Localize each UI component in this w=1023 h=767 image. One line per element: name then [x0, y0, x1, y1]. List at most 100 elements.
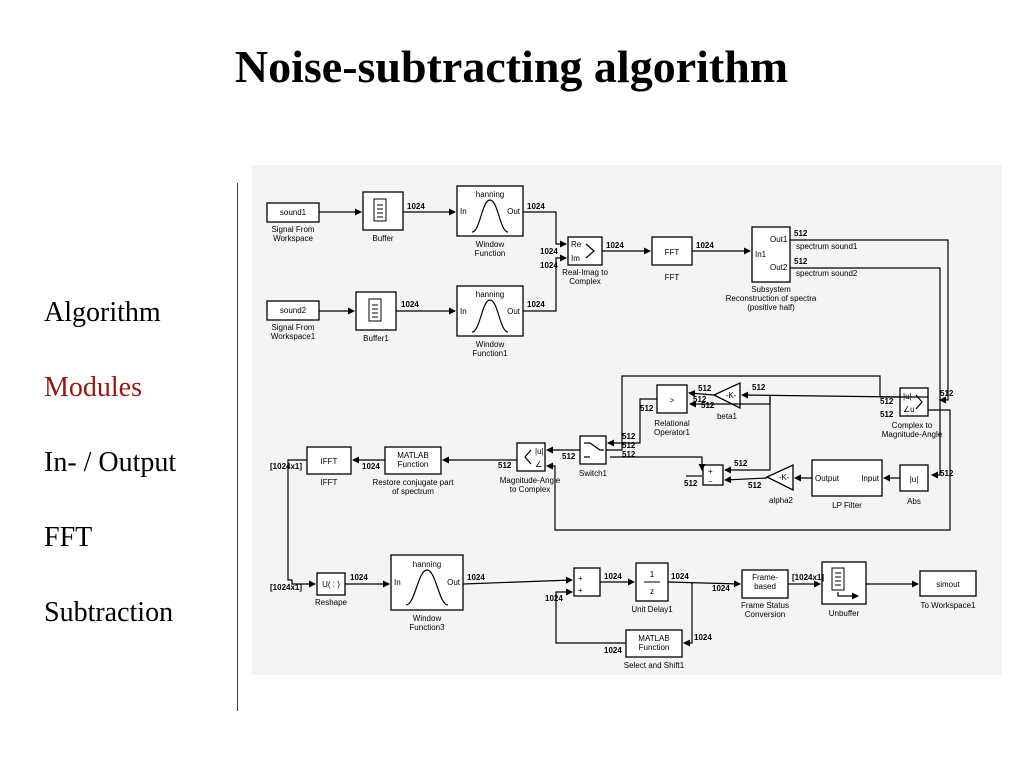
sum2-block[interactable]: + + — [573, 567, 601, 597]
unbuffer-label: Unbuffer — [829, 609, 860, 618]
sum1-plus: + — [708, 467, 713, 476]
sum2-plus1: + — [578, 574, 583, 583]
beta1-gain-block[interactable]: -K- beta1 — [712, 381, 741, 421]
sum1-block[interactable]: + − — [702, 464, 724, 486]
nav-item-algorithm[interactable]: Algorithm — [44, 297, 161, 328]
switch-icon — [584, 442, 604, 458]
sound1-text: sound1 — [280, 208, 307, 217]
sig-matlab2-in: 1024 — [694, 633, 712, 642]
sig-ri2c-re: 1024 — [540, 247, 558, 256]
buffer-block[interactable]: Buffer — [362, 191, 404, 243]
buffer-icon — [373, 198, 387, 222]
lp-filter-input-port: Input — [861, 474, 880, 483]
unit-delay-label: Unit Delay1 — [631, 605, 673, 614]
unit-delay-block[interactable]: 1 z Unit Delay1 — [631, 562, 673, 614]
simout-label: To Workspace1 — [921, 601, 977, 610]
sig-spectrum-sound1: spectrum sound1 — [796, 242, 858, 251]
window-function3-text: hanning — [413, 560, 441, 569]
window-function3-out: Out — [447, 578, 461, 587]
sig-sum-out: 512 — [684, 479, 698, 488]
switch1-block[interactable]: Switch1 — [579, 435, 608, 478]
reshape-block[interactable]: U( : ) Reshape — [315, 572, 348, 607]
ifft-block[interactable]: IFFT IFFT — [306, 446, 352, 487]
window-function-in: In — [460, 207, 467, 216]
nav-item-subtraction[interactable]: Subtraction — [44, 597, 174, 628]
window-function1-text: hanning — [476, 290, 504, 299]
window-function-out: Out — [507, 207, 521, 216]
sig-switch-in2: 512 — [622, 441, 636, 450]
hanning-curve-icon — [471, 199, 509, 233]
diagram-canvas — [252, 165, 1002, 675]
window-function1-out: Out — [507, 307, 521, 316]
unbuffer-icon — [831, 567, 859, 600]
sig-spectrum-sound2: spectrum sound2 — [796, 269, 858, 278]
lp-filter-block[interactable]: Output Input LP Filter — [811, 459, 883, 510]
sig-buffer-out: 1024 — [407, 202, 425, 211]
nav-item-in-output[interactable]: In- / Output — [44, 447, 177, 478]
sig-reshape-out: 1024 — [350, 573, 368, 582]
ifft-label: IFFT — [321, 478, 338, 487]
ri2c-join-icon — [585, 243, 595, 259]
sig-out1-512: 512 — [794, 229, 808, 238]
ma2c-mag-glyph: |u| — [535, 447, 544, 456]
buffer1-icon — [368, 298, 382, 322]
sig-beta-in: 512 — [752, 383, 766, 392]
nav-item-modules[interactable]: Modules — [44, 372, 142, 403]
topic-nav: Algorithm Modules In- / Output FFT Subtr… — [44, 295, 234, 670]
sig-switch-in1: 512 — [622, 432, 636, 441]
sig-fft-out: 1024 — [696, 241, 714, 250]
sig-c2ma-angle: 512 — [880, 410, 894, 419]
sig-ri2c-im: 1024 — [540, 261, 558, 270]
abs-label: Abs — [907, 497, 921, 506]
beta1-text: -K- — [726, 391, 737, 400]
matlab2-label: Select and Shift1 — [624, 661, 685, 670]
buffer-label: Buffer — [372, 234, 394, 243]
fft-block[interactable]: FFT FFT — [651, 236, 693, 282]
sig-c2ma-in: 512 — [940, 389, 954, 398]
window-function3-in: In — [394, 578, 401, 587]
sig-reshape-in: [1024x1] — [270, 583, 302, 592]
sig-relop-in2: 512 — [701, 401, 715, 410]
ma2c-angle-glyph: ∠ — [535, 460, 542, 469]
sig-win1-out: 1024 — [527, 300, 545, 309]
sig-matlab2-out: 1024 — [604, 646, 622, 655]
alpha2-gain-block[interactable]: -K- alpha2 — [765, 463, 794, 505]
lp-filter-label: LP Filter — [832, 501, 862, 510]
reshape-label: Reshape — [315, 598, 348, 607]
page-title: Noise-subtracting algorithm — [234, 41, 789, 92]
nav-item-fft[interactable]: FFT — [44, 522, 93, 553]
sig-win-out: 1024 — [527, 202, 545, 211]
sig-ri2c-out: 1024 — [606, 241, 624, 250]
abs-text: |u| — [910, 475, 919, 484]
sig-relop-out: 512 — [640, 404, 654, 413]
hanning-curve1-icon — [471, 299, 509, 333]
switch1-label: Switch1 — [579, 469, 608, 478]
sig-win3-out: 1024 — [467, 573, 485, 582]
fft-text: FFT — [665, 248, 680, 257]
unbuffer-block[interactable]: Unbuffer — [821, 561, 867, 618]
sig-delay-out: 1024 — [671, 572, 689, 581]
simout-block[interactable]: simout To Workspace1 — [919, 570, 977, 610]
sig-sum-in: 512 — [734, 459, 748, 468]
sig-out2-512: 512 — [794, 257, 808, 266]
